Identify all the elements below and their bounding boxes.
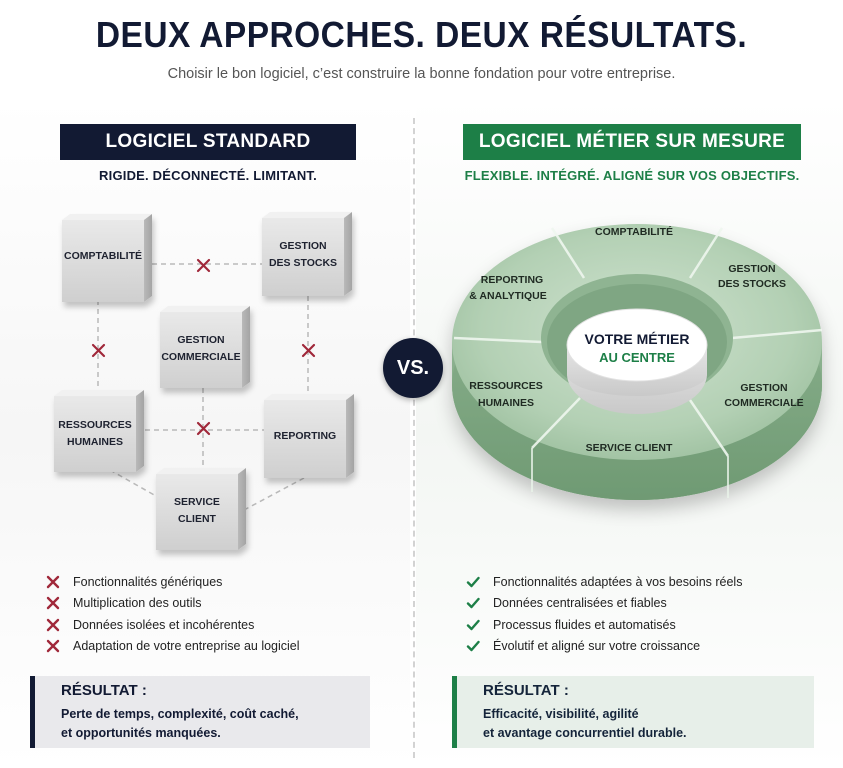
block-rh-label-2: HUMAINES: [67, 436, 123, 448]
disconnect-x-center: [196, 421, 211, 436]
cross-icon: [46, 597, 60, 610]
standard-result-title: RÉSULTAT :: [61, 682, 147, 699]
list-item: Multiplication des outils: [46, 593, 300, 615]
standard-result-box: RÉSULTAT : Perte de temps, complexité, c…: [30, 676, 370, 748]
block-service-label-2: CLIENT: [178, 513, 217, 525]
list-item-text: Fonctionnalités génériques: [73, 574, 223, 589]
check-icon: [466, 598, 480, 609]
list-item: Processus fluides et automatisés: [466, 614, 742, 636]
segment-rh-label-1: RESSOURCES: [469, 380, 543, 392]
disconnect-x-right: [301, 343, 316, 358]
cross-icon: [46, 618, 60, 631]
block-service-label-1: SERVICE: [174, 496, 220, 508]
segment-service-label: SERVICE CLIENT: [586, 442, 673, 454]
block-comptabilite: [62, 214, 152, 302]
list-item-text: Fonctionnalités adaptées à vos besoins r…: [493, 574, 743, 589]
segment-reporting-label-2: & ANALYTIQUE: [469, 290, 546, 302]
check-icon: [466, 619, 480, 630]
segment-stocks-label-2: DES STOCKS: [718, 278, 786, 290]
block-commerciale-label-1: GESTION: [177, 334, 224, 346]
cross-icon: [46, 640, 60, 653]
segment-comptabilite-label: COMPTABILITÉ: [595, 225, 673, 238]
block-comptabilite-label: COMPTABILITÉ: [64, 249, 142, 262]
custom-result-title: RÉSULTAT :: [483, 682, 569, 699]
list-item: Fonctionnalités génériques: [46, 571, 300, 593]
segment-reporting-label-1: REPORTING: [481, 274, 543, 286]
block-stocks-label-1: GESTION: [279, 240, 326, 252]
block-stocks: [262, 212, 352, 296]
custom-result-line-2: et avantage concurrentiel durable.: [483, 726, 687, 740]
block-reporting: [264, 394, 354, 478]
center-divider: [413, 118, 415, 758]
block-service: [156, 468, 246, 550]
list-item: Adaptation de votre entreprise au logici…: [46, 636, 300, 658]
list-item-text: Évolutif et aligné sur votre croissance: [493, 639, 701, 654]
cross-icon: [46, 575, 60, 588]
custom-benefits-list: Fonctionnalités adaptées à vos besoins r…: [466, 571, 742, 657]
block-commerciale: [160, 306, 250, 388]
custom-tagline: FLEXIBLE. INTÉGRÉ. ALIGNÉ SUR VOS OBJECT…: [464, 168, 800, 183]
segment-commerciale-label-1: GESTION: [740, 382, 787, 394]
segment-rh-label-2: HUMAINES: [478, 397, 534, 409]
hub-label-2: AU CENTRE: [599, 350, 675, 365]
check-icon: [466, 641, 480, 652]
list-item-text: Multiplication des outils: [73, 596, 202, 611]
custom-result-box: RÉSULTAT : Efficacité, visibilité, agili…: [452, 676, 814, 748]
block-rh: [54, 390, 144, 472]
page-subtitle: Choisir le bon logiciel, c’est construir…: [167, 66, 676, 82]
block-reporting-label: REPORTING: [274, 430, 336, 442]
block-rh-label-1: RESSOURCES: [58, 419, 132, 431]
custom-result-line-1: Efficacité, visibilité, agilité: [483, 707, 639, 721]
disconnect-x-top: [196, 258, 211, 273]
standard-result-line-2: et opportunités manquées.: [61, 726, 221, 740]
list-item: Données isolées et incohérentes: [46, 614, 300, 636]
check-icon: [466, 576, 480, 587]
segment-stocks-label-1: GESTION: [728, 263, 775, 275]
disconnect-x-left: [91, 343, 106, 358]
page-title: DEUX APPROCHES. DEUX RÉSULTATS.: [95, 14, 748, 55]
list-item: Évolutif et aligné sur votre croissance: [466, 636, 742, 658]
standard-header: LOGICIEL STANDARD: [60, 124, 356, 160]
list-item-text: Données isolées et incohérentes: [73, 617, 255, 632]
list-item: Fonctionnalités adaptées à vos besoins r…: [466, 571, 742, 593]
list-item-text: Processus fluides et automatisés: [493, 617, 676, 632]
custom-header: LOGICIEL MÉTIER SUR MESURE: [463, 124, 801, 160]
standard-drawbacks-list: Fonctionnalités génériques Multiplicatio…: [46, 571, 300, 657]
standard-tagline: RIGIDE. DÉCONNECTÉ. LIMITANT.: [99, 168, 317, 183]
standard-result-line-1: Perte de temps, complexité, coût caché,: [61, 707, 299, 721]
ring-hub: [566, 308, 708, 414]
block-stocks-label-2: DES STOCKS: [269, 257, 337, 269]
list-item-text: Données centralisées et fiables: [493, 596, 667, 611]
hub-label-1: VOTRE MÉTIER: [584, 331, 689, 347]
block-commerciale-label-2: COMMERCIALE: [161, 351, 240, 363]
segment-commerciale-label-2: COMMERCIALE: [724, 397, 803, 409]
list-item: Données centralisées et fiables: [466, 593, 742, 615]
vs-badge: VS.: [383, 338, 443, 398]
list-item-text: Adaptation de votre entreprise au logici…: [73, 639, 300, 654]
